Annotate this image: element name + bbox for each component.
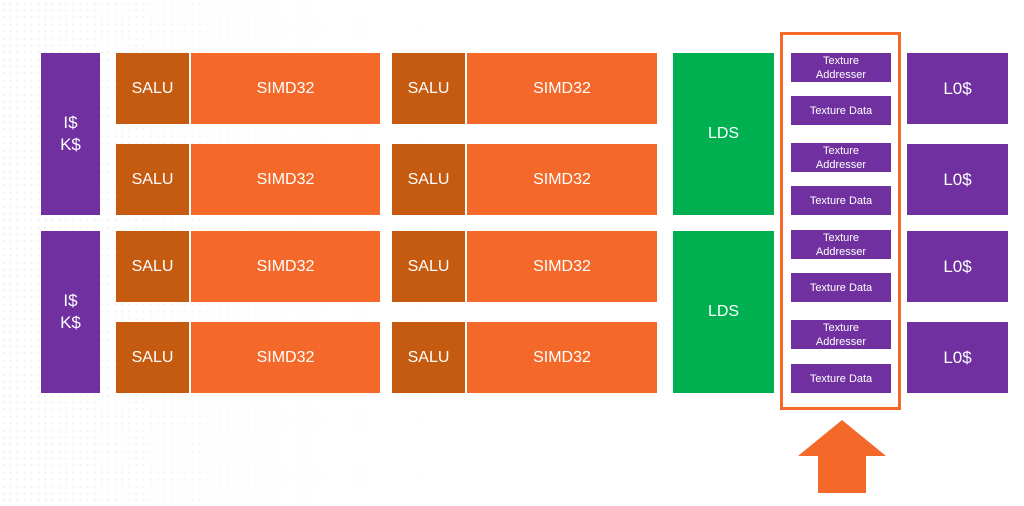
salu-block: SALU bbox=[392, 322, 465, 393]
l0-cache-block: L0$ bbox=[907, 53, 1008, 124]
salu-block: SALU bbox=[116, 322, 189, 393]
texture-units-highlight bbox=[780, 32, 901, 410]
simd32-block: SIMD32 bbox=[467, 231, 657, 302]
texture-data-block: Texture Data bbox=[791, 273, 891, 302]
texture-addresser-block: Texture Addresser bbox=[791, 320, 891, 349]
salu-block: SALU bbox=[116, 231, 189, 302]
lds-block: LDS bbox=[673, 53, 774, 215]
salu-block: SALU bbox=[392, 53, 465, 124]
salu-block: SALU bbox=[116, 53, 189, 124]
l0-cache-block: L0$ bbox=[907, 231, 1008, 302]
simd32-block: SIMD32 bbox=[191, 53, 380, 124]
texture-addresser-block: Texture Addresser bbox=[791, 230, 891, 259]
texture-addresser-block: Texture Addresser bbox=[791, 143, 891, 172]
simd32-block: SIMD32 bbox=[467, 144, 657, 215]
instruction-constant-cache-bottom: I$ K$ bbox=[41, 231, 100, 393]
salu-block: SALU bbox=[392, 231, 465, 302]
simd32-block: SIMD32 bbox=[191, 231, 380, 302]
texture-addresser-block: Texture Addresser bbox=[791, 53, 891, 82]
texture-data-block: Texture Data bbox=[791, 96, 891, 125]
simd32-block: SIMD32 bbox=[191, 144, 380, 215]
texture-data-block: Texture Data bbox=[791, 364, 891, 393]
lds-block: LDS bbox=[673, 231, 774, 393]
up-arrow-icon bbox=[798, 420, 886, 493]
salu-block: SALU bbox=[392, 144, 465, 215]
simd32-block: SIMD32 bbox=[467, 322, 657, 393]
instruction-constant-cache-top: I$ K$ bbox=[41, 53, 100, 215]
l0-cache-block: L0$ bbox=[907, 144, 1008, 215]
l0-cache-block: L0$ bbox=[907, 322, 1008, 393]
salu-block: SALU bbox=[116, 144, 189, 215]
simd32-block: SIMD32 bbox=[191, 322, 380, 393]
texture-data-block: Texture Data bbox=[791, 186, 891, 215]
simd32-block: SIMD32 bbox=[467, 53, 657, 124]
